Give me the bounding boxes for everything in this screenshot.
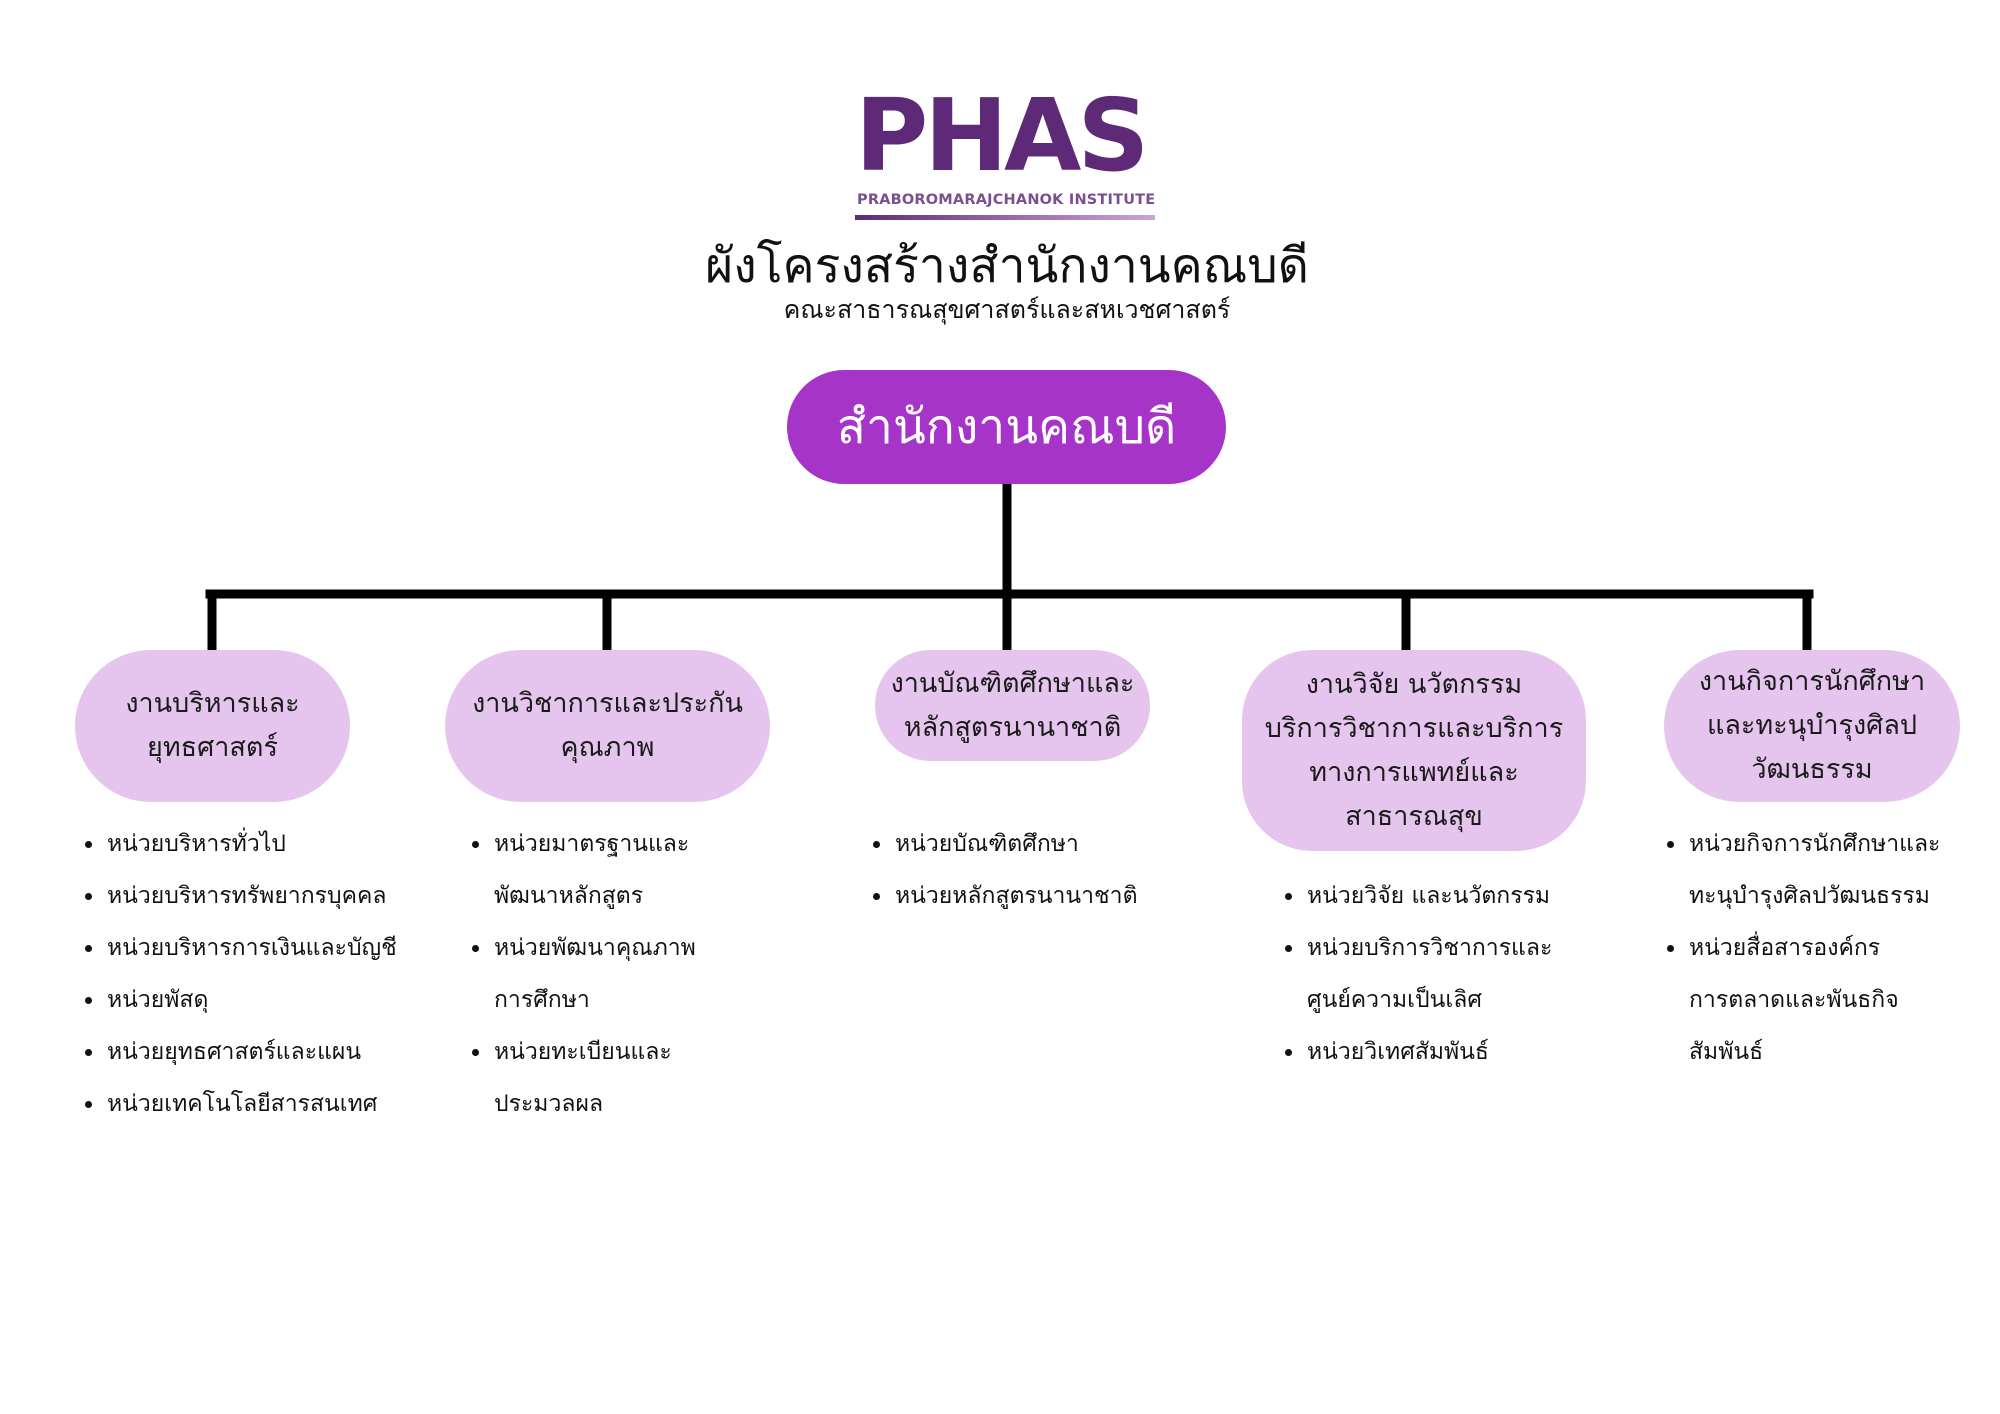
unit-item: หน่วยพัสดุ (105, 974, 397, 1026)
unit-list-2: หน่วยมาตรฐานและ พัฒนาหลักสูตร หน่วยพัฒนา… (459, 818, 696, 1130)
chart-subtitle: คณะสาธารณสุขศาสตร์และสหเวชศาสตร์ (783, 295, 1231, 324)
dept-label-5: งานกิจการนักศึกษา และทะนุบำรุงศิลป วัฒนธ… (1698, 666, 1926, 785)
unit-item: หน่วยทะเบียนและ ประมวลผล (492, 1026, 696, 1130)
dept-box-1: งานบริหารและ ยุทธศาสตร์ (75, 650, 350, 802)
unit-item: หน่วยสื่อสารองค์กร การตลาดและพันธกิจ สัม… (1687, 922, 1940, 1078)
unit-item: หน่วยหลักสูตรนานาชาติ (893, 870, 1138, 922)
unit-item: หน่วยวิจัย และนวัตกรรม (1305, 870, 1552, 922)
dept-label-4: งานวิจัย นวัตกรรม บริการวิชาการและบริการ… (1264, 668, 1564, 832)
unit-item: หน่วยยุทธศาสตร์และแผน (105, 1026, 397, 1078)
logo-wordmark: PHAS (855, 77, 1149, 194)
unit-item: หน่วยบริการวิชาการและ ศูนย์ความเป็นเลิศ (1305, 922, 1552, 1026)
unit-item: หน่วยบริหารการเงินและบัญชี (105, 922, 397, 974)
dean-office-box: สำนักงานคณบดี (787, 370, 1226, 484)
unit-item: หน่วยบริหารทั่วไป (105, 818, 397, 870)
unit-item: หน่วยเทคโนโลยีสารสนเทศ (105, 1078, 397, 1130)
unit-item: หน่วยกิจการนักศึกษาและ ทะนุบำรุงศิลปวัฒน… (1687, 818, 1940, 922)
unit-item: หน่วยบัณฑิตศึกษา (893, 818, 1138, 870)
logo-underline (855, 215, 1155, 220)
chart-title: ผังโครงสร้างสำนักงานคณบดี (705, 238, 1309, 294)
dept-label-2: งานวิชาการและประกัน คุณภาพ (472, 688, 743, 763)
dept-box-4: งานวิจัย นวัตกรรม บริการวิชาการและบริการ… (1242, 650, 1586, 851)
unit-list-3: หน่วยบัณฑิตศึกษา หน่วยหลักสูตรนานาชาติ (860, 818, 1138, 922)
unit-list-4: หน่วยวิจัย และนวัตกรรม หน่วยบริการวิชากา… (1272, 870, 1552, 1078)
dean-office-label: สำนักงานคณบดี (836, 399, 1177, 455)
unit-list-5: หน่วยกิจการนักศึกษาและ ทะนุบำรุงศิลปวัฒน… (1654, 818, 1940, 1078)
dept-box-3: งานบัณฑิตศึกษาและ หลักสูตรนานาชาติ (875, 650, 1150, 761)
unit-item: หน่วยมาตรฐานและ พัฒนาหลักสูตร (492, 818, 696, 922)
dept-box-5: งานกิจการนักศึกษา และทะนุบำรุงศิลป วัฒนธ… (1664, 650, 1960, 802)
dept-label-3: งานบัณฑิตศึกษาและ หลักสูตรนานาชาติ (890, 667, 1135, 743)
logo-subtitle: PRABOROMARAJCHANOK INSTITUTE (857, 192, 1156, 208)
dept-box-2: งานวิชาการและประกัน คุณภาพ (445, 650, 770, 802)
unit-item: หน่วยพัฒนาคุณภาพ การศึกษา (492, 922, 696, 1026)
dept-label-1: งานบริหารและ ยุทธศาสตร์ (125, 688, 300, 763)
phas-logo: PHAS PRABOROMARAJCHANOK INSTITUTE (855, 86, 1156, 222)
unit-item: หน่วยบริหารทรัพยากรบุคคล (105, 870, 397, 922)
unit-list-1: หน่วยบริหารทั่วไป หน่วยบริหารทรัพยากรบุค… (72, 818, 397, 1130)
unit-item: หน่วยวิเทศสัมพันธ์ (1305, 1026, 1552, 1078)
